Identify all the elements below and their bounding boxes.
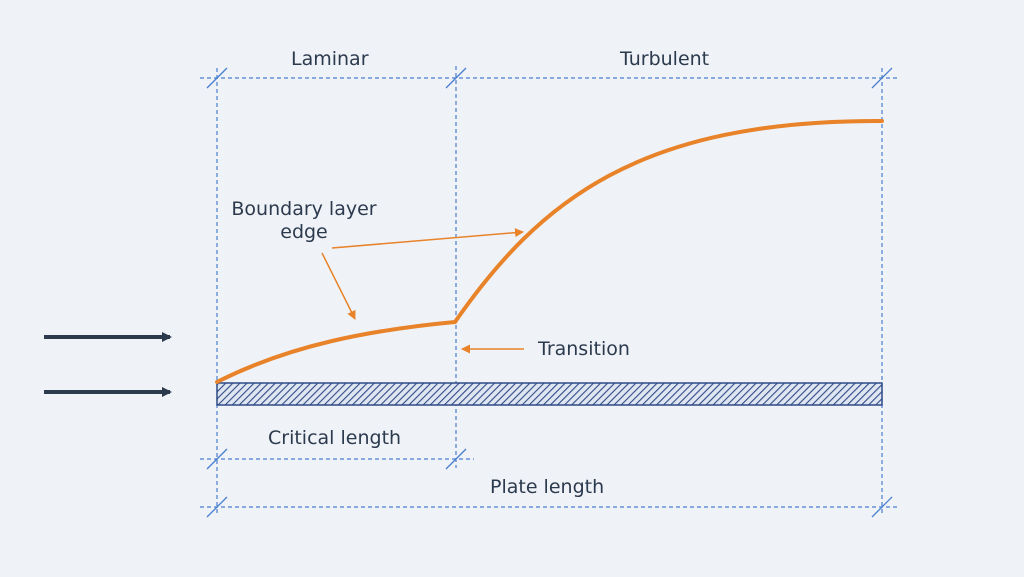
turbulent-boundary-layer-curve: [453, 118, 884, 324]
laminar-region-label: Laminar: [291, 48, 369, 70]
boundary-layer-edge-label: Boundary layer edge: [228, 198, 380, 244]
tick-mark: [871, 67, 893, 89]
tick-mark: [206, 496, 228, 518]
plate-length-label: Plate length: [490, 476, 605, 498]
flat-plate: [216, 382, 883, 406]
boundary-layer-label-line-2: edge: [280, 220, 328, 243]
tick-mark: [206, 448, 228, 470]
turbulent-region-label: Turbulent: [620, 48, 710, 70]
tick-mark: [871, 496, 893, 518]
tick-mark: [445, 448, 467, 470]
transition-label: Transition: [538, 338, 630, 360]
boundary-layer-pointer-arrow: [331, 228, 524, 249]
boundary-layer-label-line-1: Boundary layer: [231, 198, 377, 220]
critical-length-label: Critical length: [268, 427, 402, 449]
laminar-boundary-layer-curve: [215, 320, 457, 384]
tick-mark: [206, 67, 228, 89]
tick-mark: [445, 67, 467, 89]
boundary-layer-pointer-arrow: [321, 252, 356, 320]
